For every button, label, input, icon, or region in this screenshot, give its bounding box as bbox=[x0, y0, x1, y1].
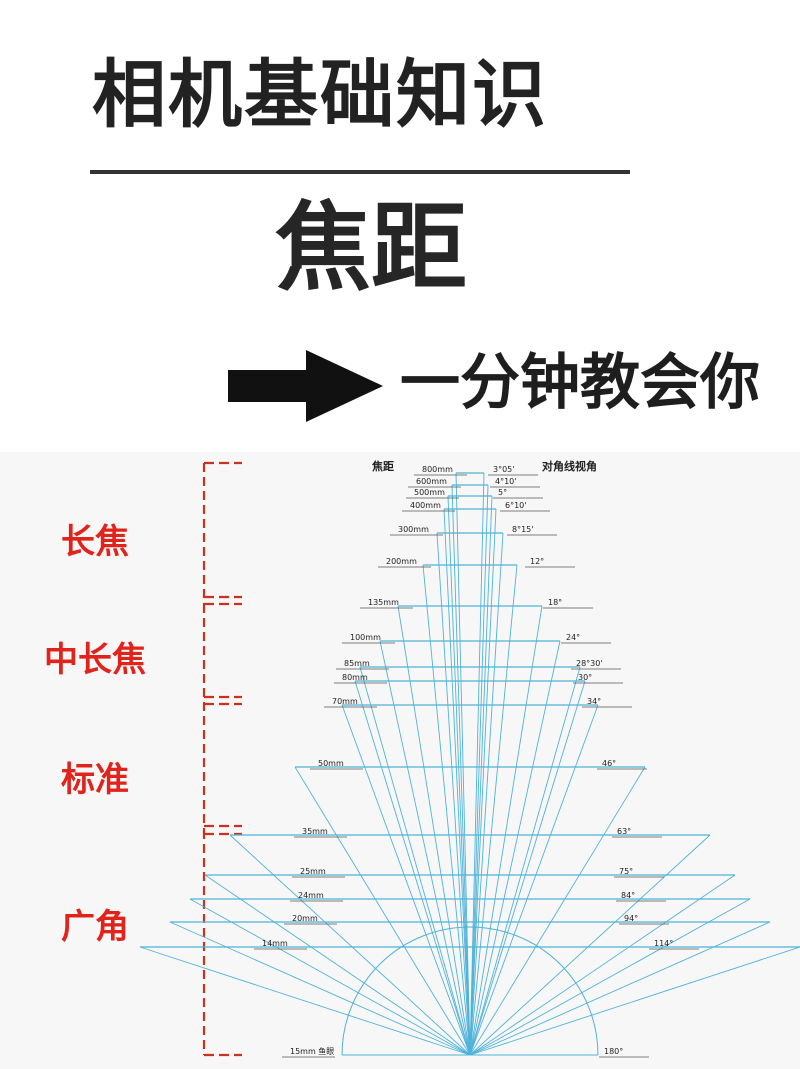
view-angle-label: 75° bbox=[619, 867, 633, 876]
diagram-panel bbox=[0, 452, 800, 1069]
fov-ray-left bbox=[451, 484, 471, 1056]
fov-ray-right bbox=[469, 704, 599, 1056]
arrow-right-icon bbox=[228, 350, 383, 422]
fov-ray-right bbox=[469, 898, 751, 1056]
view-angle-label: 12° bbox=[530, 557, 544, 566]
fov-ray-right bbox=[469, 472, 485, 1056]
focal-labels: 800mm 3°05' 600mm 4°10' 500mm 5° 400mm 6°10' 300… bbox=[254, 465, 699, 1058]
fov-ray-left bbox=[229, 834, 471, 1056]
tagline: 一分钟教会你 bbox=[400, 348, 760, 418]
fov-ray-right bbox=[469, 874, 736, 1056]
focal-length-label: 600mm bbox=[416, 477, 447, 486]
title-divider bbox=[90, 170, 630, 174]
fov-ray-left bbox=[189, 898, 471, 1056]
fov-ray-right bbox=[469, 564, 518, 1056]
fov-ray-left bbox=[204, 874, 471, 1056]
column-header-focal: 焦距 bbox=[371, 459, 394, 473]
fov-ray-left bbox=[169, 921, 471, 1056]
fov-ray-left bbox=[359, 666, 471, 1056]
field-of-view-lines bbox=[139, 472, 800, 1056]
focal-length-label: 100mm bbox=[350, 633, 381, 642]
fisheye-arc-line bbox=[341, 926, 599, 1056]
fisheye-arc bbox=[341, 926, 599, 1056]
fov-ray-right bbox=[469, 495, 493, 1056]
view-angle-label: 6°10' bbox=[505, 501, 526, 510]
view-angle-label: 180° bbox=[604, 1047, 623, 1056]
fov-ray-left bbox=[341, 704, 471, 1056]
view-angle-label: 4°10' bbox=[495, 477, 516, 486]
focal-length-label: 70mm bbox=[332, 697, 358, 706]
view-angle-label: 46° bbox=[602, 759, 616, 768]
view-angle-label: 24° bbox=[566, 633, 580, 642]
category-brackets bbox=[202, 461, 242, 1057]
fov-ray-left bbox=[443, 508, 471, 1056]
fov-ray-left bbox=[354, 680, 471, 1056]
focal-length-label: 800mm bbox=[422, 465, 453, 474]
focal-length-label: 135mm bbox=[368, 598, 399, 607]
category-telephoto: 长焦 bbox=[61, 522, 129, 562]
fov-ray-left bbox=[455, 472, 471, 1056]
category-standard: 标准 bbox=[61, 760, 129, 800]
fov-ray-left bbox=[139, 946, 471, 1056]
fov-ray-left bbox=[436, 532, 471, 1056]
view-angle-label: 63° bbox=[617, 827, 631, 836]
fov-ray-right bbox=[469, 640, 561, 1056]
view-angle-label: 114° bbox=[654, 939, 673, 948]
view-angle-label: 84° bbox=[621, 891, 635, 900]
fov-ray-right bbox=[469, 834, 711, 1056]
view-angle-label: 30° bbox=[578, 673, 592, 682]
category-wide-angle: 广角 bbox=[61, 907, 129, 947]
view-angle-label: 28°30' bbox=[576, 659, 603, 668]
focal-length-label: 14mm bbox=[262, 939, 288, 948]
fov-ray-right bbox=[469, 666, 581, 1056]
fov-ray-left bbox=[379, 640, 471, 1056]
focal-length-label: 24mm bbox=[298, 891, 324, 900]
view-angle-label: 5° bbox=[498, 488, 507, 497]
fov-ray-right bbox=[469, 680, 586, 1056]
fov-ray-left bbox=[422, 564, 471, 1056]
view-angle-label: 34° bbox=[587, 697, 601, 706]
fov-ray-left bbox=[294, 766, 471, 1056]
fov-ray-right bbox=[469, 766, 646, 1056]
focal-length-label: 15mm 鱼眼 bbox=[290, 1046, 334, 1056]
focal-length-label: 85mm bbox=[344, 659, 370, 668]
focal-length-label: 80mm bbox=[342, 673, 368, 682]
fov-ray-left bbox=[447, 495, 471, 1056]
page-title: 相机基础知识 bbox=[92, 52, 548, 138]
category-medium-telephoto: 中长焦 bbox=[44, 640, 146, 680]
page-subtitle: 焦距 bbox=[275, 192, 467, 304]
focal-length-label: 20mm bbox=[292, 914, 318, 923]
fov-ray-right bbox=[469, 921, 771, 1056]
focal-length-label: 35mm bbox=[302, 827, 328, 836]
focal-length-label: 400mm bbox=[410, 501, 441, 510]
fov-ray-right bbox=[469, 484, 489, 1056]
fov-ray-right bbox=[469, 508, 497, 1056]
view-angle-label: 94° bbox=[624, 914, 638, 923]
focal-length-label: 200mm bbox=[386, 557, 417, 566]
focal-length-label: 25mm bbox=[300, 867, 326, 876]
view-angle-label: 18° bbox=[548, 598, 562, 607]
focal-length-label: 300mm bbox=[398, 525, 429, 534]
fov-ray-right bbox=[469, 532, 504, 1056]
view-angle-label: 8°15' bbox=[512, 525, 533, 534]
focal-length-label: 500mm bbox=[414, 488, 445, 497]
focal-length-label: 50mm bbox=[318, 759, 344, 768]
view-angle-label: 3°05' bbox=[493, 465, 514, 474]
fov-ray-right bbox=[469, 946, 800, 1056]
column-header-angle: 对角线视角 bbox=[542, 459, 597, 473]
